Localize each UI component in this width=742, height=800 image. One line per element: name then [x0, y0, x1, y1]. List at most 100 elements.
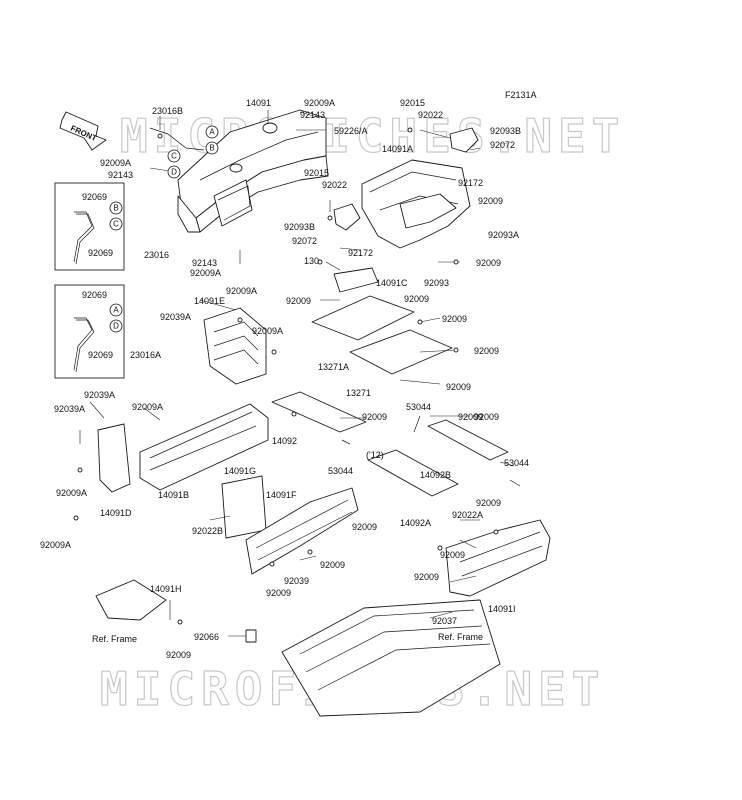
part-label: 53044 — [328, 466, 353, 476]
part-label: 92009 — [286, 296, 311, 306]
part-label: 92069 — [88, 350, 113, 360]
part-label: 92039A — [54, 404, 85, 414]
svg-text:A: A — [113, 306, 119, 315]
part-label: 23016A — [130, 350, 161, 360]
part-label: 92093B — [490, 126, 521, 136]
part-label: 14092A — [400, 518, 431, 528]
part-label: 53044 — [504, 458, 529, 468]
part-label: 92172 — [348, 248, 373, 258]
part-label: 92009A — [132, 402, 163, 412]
leader-lines — [79, 110, 515, 637]
part-label: 92069 — [88, 248, 113, 258]
svg-text:B: B — [113, 204, 118, 213]
part-label: 92009A — [100, 158, 131, 168]
part-label: 92039A — [84, 390, 115, 400]
part-label: 92009A — [226, 286, 257, 296]
cable-23016 — [73, 211, 93, 263]
part-label: 92009 — [476, 498, 501, 508]
part-label: 92009A — [304, 98, 335, 108]
part-label: 14091D — [100, 508, 132, 518]
inset-box-23016 — [54, 182, 125, 271]
part-label: Ref. Frame — [92, 634, 137, 644]
part-label: 92093 — [424, 278, 449, 288]
part-label: 53044 — [406, 402, 431, 412]
part-label: 92009 — [474, 346, 499, 356]
part-label: 14091C — [376, 278, 408, 288]
cable-23016B — [149, 127, 205, 151]
part-label: 92009 — [414, 572, 439, 582]
front-panel-14091 — [177, 109, 329, 233]
bracket-14091H — [95, 579, 167, 621]
part-label: 92143 — [300, 110, 325, 120]
part-label: 92022 — [322, 180, 347, 190]
panel-14092A — [367, 449, 459, 497]
part-label: 23016 — [144, 250, 169, 260]
part-label: 92009 — [404, 294, 429, 304]
callout-d: D — [171, 168, 177, 177]
part-label: 92172 — [458, 178, 483, 188]
panel-14092 — [271, 391, 367, 433]
part-label: 14091 — [246, 98, 271, 108]
part-label: 92143 — [192, 258, 217, 268]
plate-14091G — [221, 475, 267, 539]
part-label: 92022A — [452, 510, 483, 520]
part-labels: 14091 92009A 92143 59226/A 23016B 92009A… — [40, 98, 529, 660]
callout-a: A — [209, 128, 215, 137]
watermark-top: MICROFICHES.NET — [120, 109, 625, 163]
plate-13271A — [311, 295, 415, 341]
part-label: 92009 — [442, 314, 467, 324]
part-label: 14091H — [150, 584, 182, 594]
callout-c: C — [171, 152, 177, 161]
bracket-14091D — [97, 423, 131, 493]
part-label: 14091A — [382, 144, 413, 154]
part-label: 130 — [304, 256, 319, 266]
part-label: 13271A — [318, 362, 349, 372]
part-label: 92072 — [292, 236, 317, 246]
part-label: 92015 — [304, 168, 329, 178]
part-label: 92093B — [284, 222, 315, 232]
callout-b: B — [209, 144, 214, 153]
part-label: 92143 — [108, 170, 133, 180]
part-label: 92009A — [190, 268, 221, 278]
part-label: 23016B — [152, 106, 183, 116]
part-label: 92039 — [284, 576, 309, 586]
bracket-14091E — [203, 307, 267, 385]
part-label: 92009 — [362, 412, 387, 422]
part-label: 92009 — [446, 382, 471, 392]
plate-13271 — [349, 329, 453, 375]
part-label: 92093A — [488, 230, 519, 240]
part-label: 14091I — [488, 604, 516, 614]
callout-circles: A B C D B C A D — [109, 125, 219, 333]
main-frame — [245, 599, 501, 717]
part-14091C — [333, 267, 379, 293]
part-label: 92009 — [458, 412, 483, 422]
svg-text:D: D — [113, 322, 119, 331]
bracket-92093B-upper — [449, 127, 479, 153]
svg-text:C: C — [113, 220, 119, 229]
part-label: 92009 — [474, 412, 499, 422]
part-label: 14091B — [158, 490, 189, 500]
part-label: 92009 — [352, 522, 377, 532]
panel-14092B — [427, 419, 509, 461]
part-label: 14092B — [420, 470, 451, 480]
part-label: 92015 — [400, 98, 425, 108]
part-label: 92037 — [432, 616, 457, 626]
front-arrow-icon: FRONT — [59, 111, 107, 151]
diagram-code: F2131A — [505, 90, 537, 100]
part-label: 92039A — [160, 312, 191, 322]
part-label: 92069 — [82, 290, 107, 300]
inset-box-23016A — [54, 284, 125, 379]
part-label: 92022B — [192, 526, 223, 536]
panel-14091F — [245, 487, 359, 575]
part-label: 59226/A — [334, 126, 368, 136]
part-label: 92066 — [194, 632, 219, 642]
part-label: 92009 — [266, 588, 291, 598]
part-label: 14091F — [266, 490, 297, 500]
year-note: ('12) — [366, 450, 384, 460]
part-label: 92009 — [166, 650, 191, 660]
part-label: 92009 — [440, 550, 465, 560]
part-label: 92009A — [40, 540, 71, 550]
part-label: 13271 — [346, 388, 371, 398]
cable-23016A — [73, 317, 93, 371]
